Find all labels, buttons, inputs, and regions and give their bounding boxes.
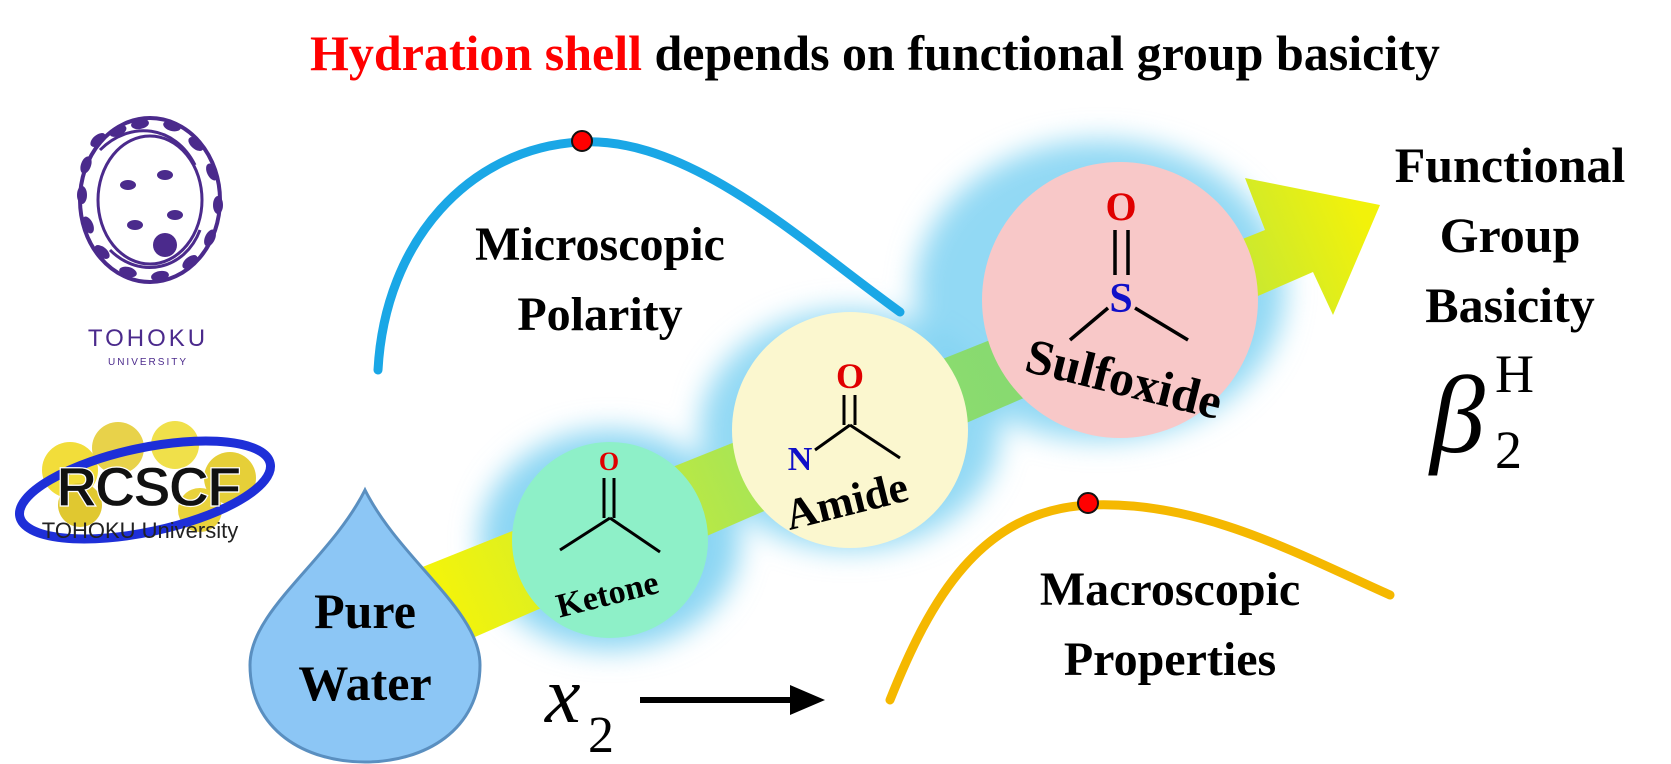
- tohoku-logo: TOHOKU UNIVERSITY: [77, 116, 223, 368]
- title: Hydration shell depends on functional gr…: [310, 25, 1440, 81]
- macroscopic-label-2: Properties: [1064, 633, 1276, 686]
- title-highlight: Hydration shell: [310, 25, 642, 81]
- sulfoxide-sulfur: S: [1109, 276, 1132, 322]
- fgb-label-2: Group: [1440, 207, 1581, 263]
- amide-oxygen: O: [836, 356, 864, 396]
- rcscf-logo: RCSCF TOHOKU University: [14, 421, 276, 544]
- ketone-oxygen: O: [599, 447, 619, 476]
- microscopic-label-2: Polarity: [517, 288, 682, 341]
- macroscopic-label-1: Macroscopic: [1040, 563, 1300, 616]
- tohoku-emblem-icon: [77, 116, 223, 284]
- beta-symbol: β: [1428, 354, 1485, 476]
- microscopic-peak-dot: [571, 130, 593, 152]
- microscopic-label-1: Microscopic: [475, 218, 725, 271]
- beta-subscript: 2: [1495, 420, 1522, 480]
- axis-arrow: [640, 685, 825, 715]
- tohoku-sub: UNIVERSITY: [108, 357, 188, 368]
- sulfoxide-molecule: O S Sulfoxide: [982, 162, 1258, 438]
- fgb-label-1: Functional: [1395, 137, 1626, 193]
- water-drop-icon: [248, 486, 482, 764]
- tohoku-name: TOHOKU: [88, 325, 208, 352]
- sulfoxide-circle: [982, 162, 1258, 438]
- amide-nitrogen: N: [788, 441, 813, 478]
- title-rest: depends on functional group basicity: [642, 25, 1440, 81]
- amide-molecule: O N Amide: [732, 312, 968, 548]
- fgb-label-3: Basicity: [1425, 277, 1594, 333]
- axis-variable: x: [544, 652, 581, 740]
- rcscf-name: RCSCF: [57, 455, 241, 518]
- water-label-1: Pure: [314, 583, 416, 639]
- sulfoxide-oxygen: O: [1105, 184, 1136, 229]
- ketone-circle: [512, 442, 708, 638]
- rcscf-emblem-icon: [14, 421, 276, 544]
- rcscf-sub: TOHOKU University: [42, 518, 238, 543]
- axis-subscript: 2: [588, 707, 614, 764]
- water-label-2: Water: [298, 655, 431, 711]
- beta-superscript: H: [1495, 344, 1534, 404]
- macroscopic-peak-dot: [1077, 492, 1099, 514]
- ketone-molecule: O Ketone: [512, 442, 708, 638]
- amide-circle: [732, 312, 968, 548]
